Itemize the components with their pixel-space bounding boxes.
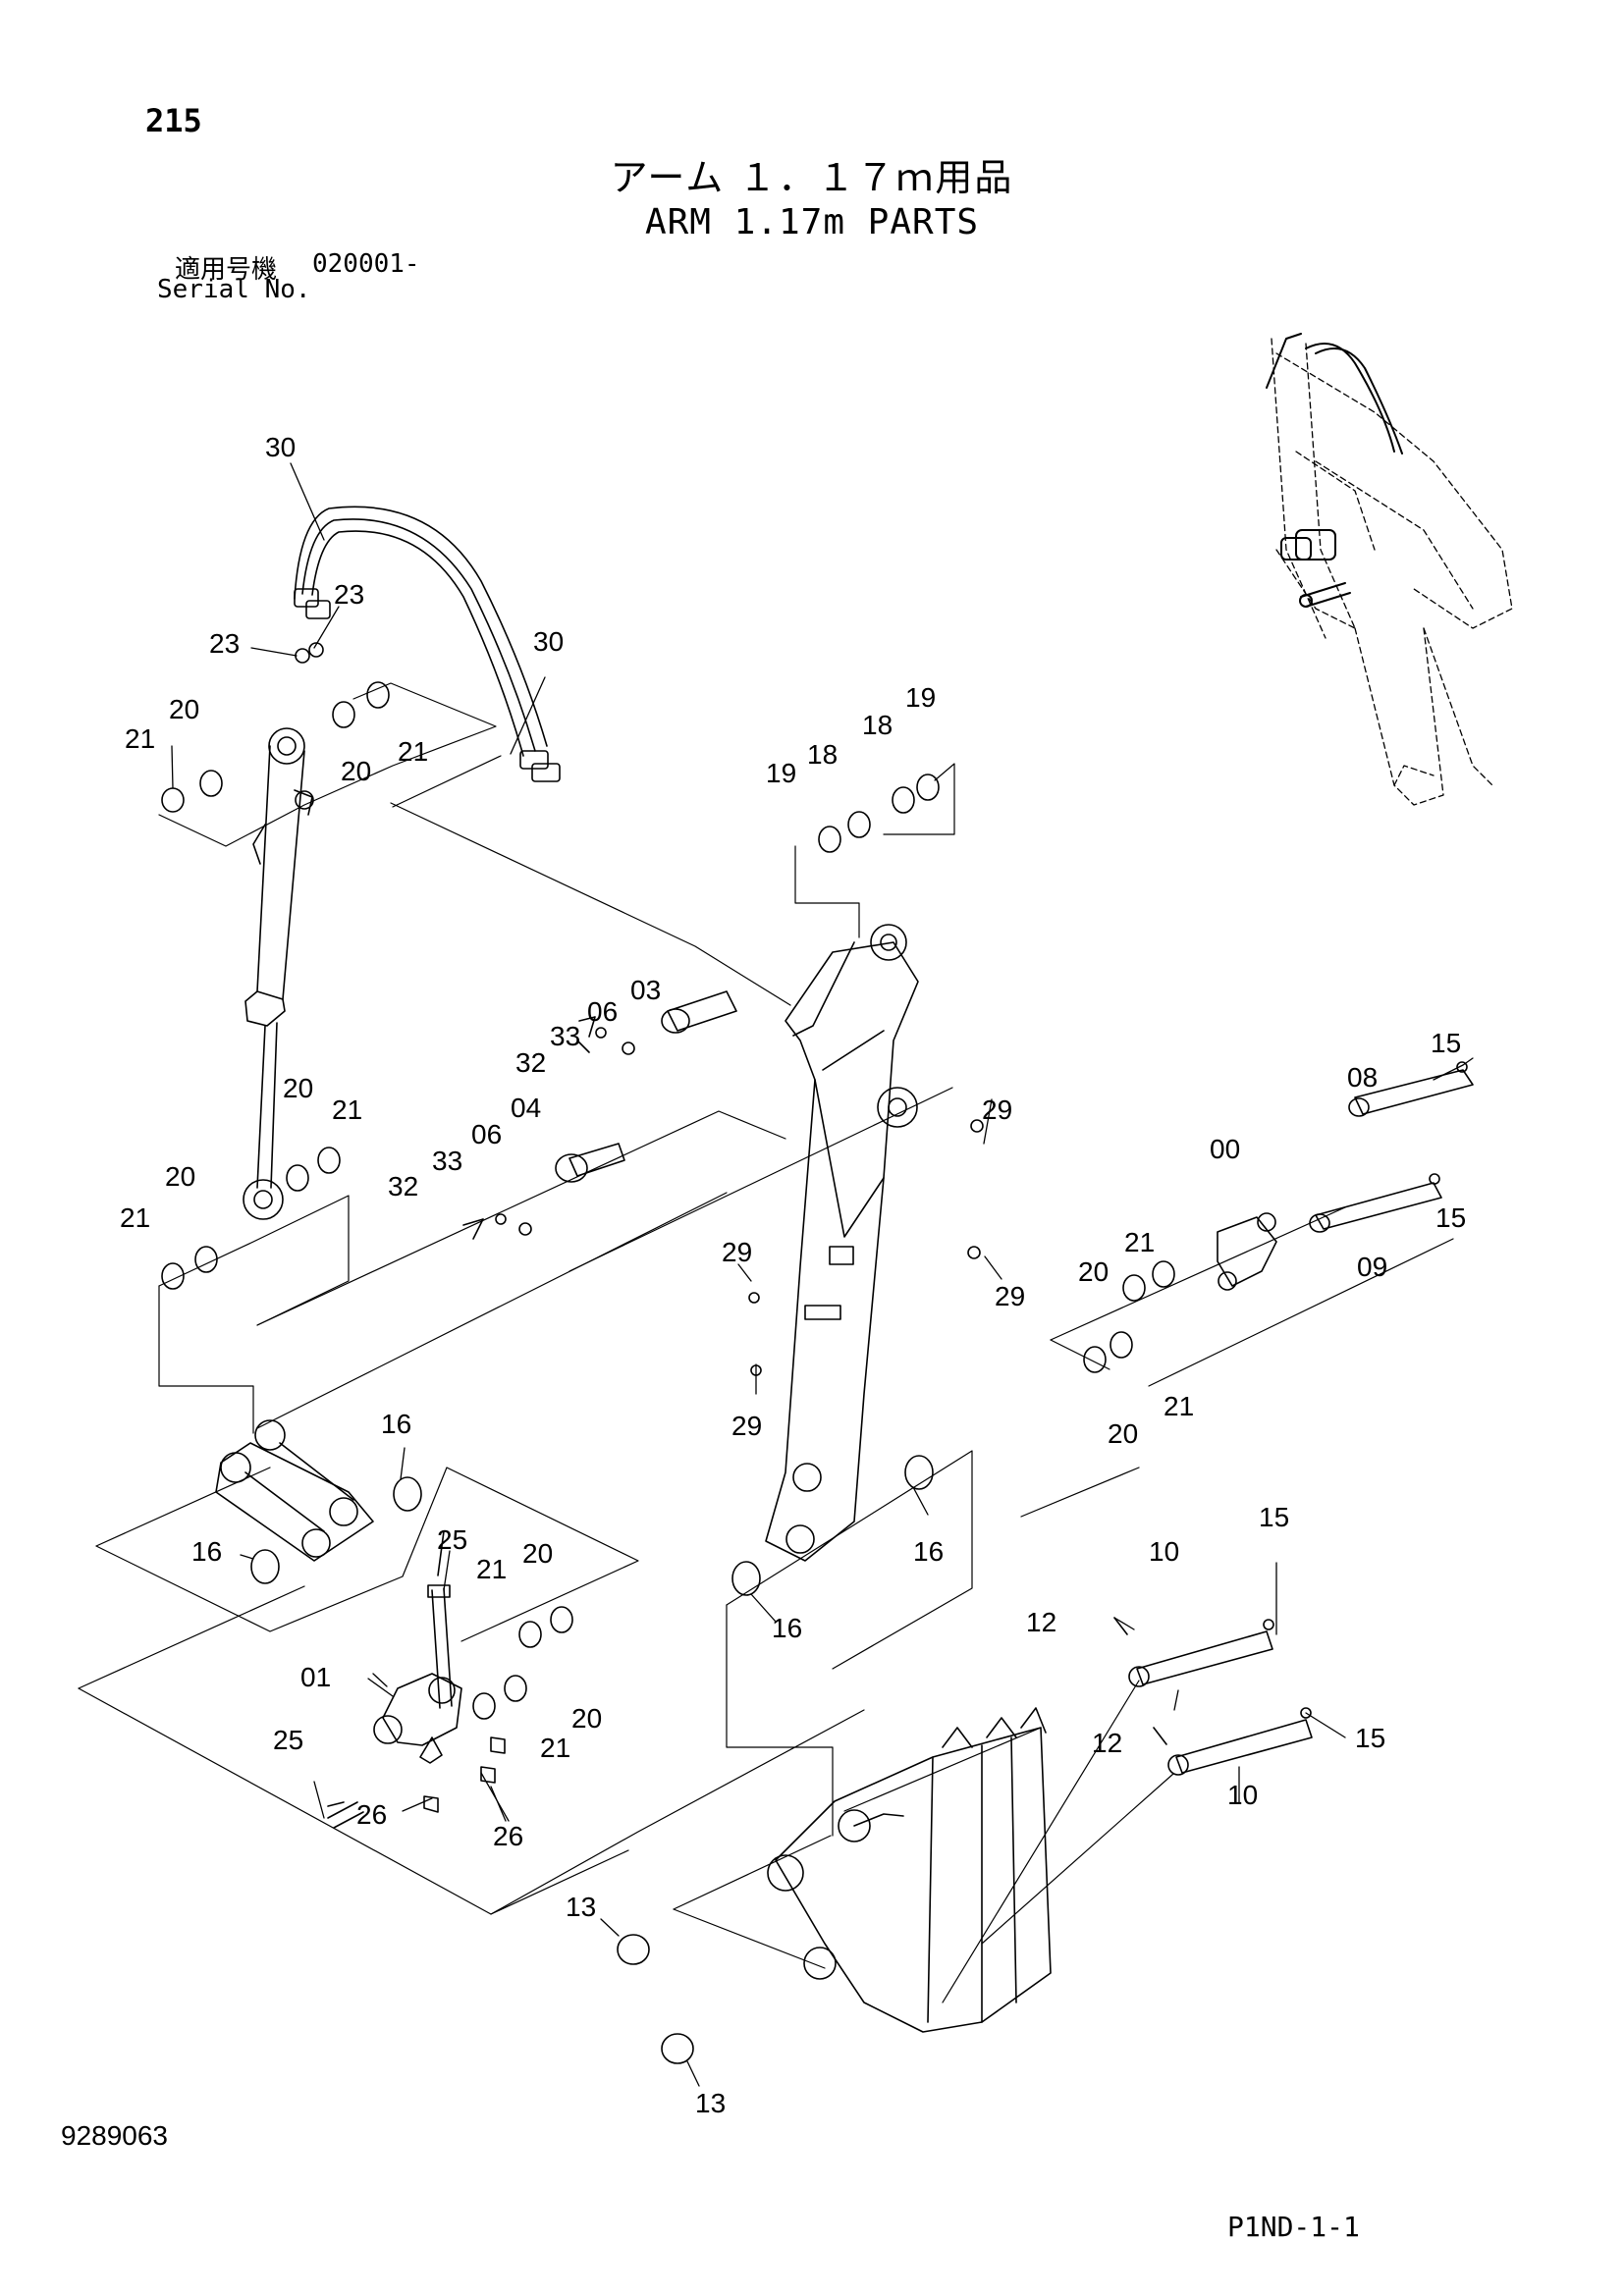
callout-08: 08 [1347,1062,1378,1093]
callout-26: 26 [493,1821,523,1851]
pins [555,990,1474,1776]
callout-26: 26 [356,1799,387,1830]
callout-32: 32 [388,1171,418,1201]
callout-10: 10 [1149,1536,1179,1567]
side-link-01 [327,1584,462,1829]
callout-15: 15 [1355,1723,1385,1753]
callout-06: 06 [471,1119,502,1149]
callout-13: 13 [566,1892,596,1922]
hydraulic-hoses-30 [294,506,561,782]
callout-21: 21 [398,736,428,767]
callout-20: 20 [1078,1256,1109,1287]
callout-20: 20 [169,694,199,724]
callout-21: 21 [476,1554,507,1584]
inset-hose-highlight [1266,333,1403,608]
callout-19: 19 [905,682,936,713]
callout-16: 16 [191,1536,222,1567]
callout-21: 21 [125,723,155,754]
callout-21: 21 [120,1202,150,1233]
callout-01: 01 [300,1662,331,1692]
callout-21: 21 [1164,1391,1194,1421]
serial-label-english: Serial No. [157,275,311,304]
document-number: 9289063 [61,2120,169,2151]
callout-labels: 30 30 23 23 20 21 20 21 20 21 20 21 19 1… [120,432,1466,2118]
callout-20: 20 [341,756,371,786]
callout-15: 15 [1435,1202,1466,1233]
callout-25: 25 [273,1725,303,1755]
bucket [767,1707,1052,2033]
callout-12: 12 [1092,1728,1122,1758]
callout-19: 19 [766,758,796,788]
callout-29: 29 [722,1237,752,1267]
callout-29: 29 [731,1411,762,1441]
serial-label-japanese: 適用号機 [175,255,278,285]
sheet-reference: P1ND-1-1 [1227,2211,1360,2243]
callout-20: 20 [283,1073,313,1103]
callout-23: 23 [334,579,364,610]
callout-00: 00 [1210,1134,1240,1164]
callout-20: 20 [571,1703,602,1734]
link-assembly [215,1419,374,1562]
callout-21: 21 [540,1733,570,1763]
washers-rings [161,681,1175,2064]
callout-32: 32 [515,1047,546,1078]
inset-overview-drawing [1271,338,1513,806]
callout-leaders [171,462,1474,2087]
callout-16: 16 [772,1613,802,1643]
callout-09: 09 [1357,1252,1387,1282]
assembly-guide-lines [78,682,1454,2003]
callout-15: 15 [1259,1502,1289,1532]
callout-18: 18 [862,710,893,740]
bolts-nuts-fittings [295,642,1468,1813]
callout-33: 33 [432,1146,462,1176]
callout-21: 21 [332,1095,362,1125]
callout-06: 06 [587,996,618,1027]
callout-29: 29 [995,1281,1025,1311]
arm-structure [765,924,919,1562]
callout-15: 15 [1431,1028,1461,1058]
callout-18: 18 [807,739,838,770]
callout-20: 20 [522,1538,553,1569]
callout-30: 30 [265,432,296,462]
callout-16: 16 [381,1409,411,1439]
page-number: 215 [145,102,202,139]
callout-03: 03 [630,975,661,1005]
callout-12: 12 [1026,1607,1056,1637]
callout-23: 23 [209,628,240,659]
arm-cylinder [243,727,314,1220]
callout-16: 16 [913,1536,944,1567]
callout-29: 29 [982,1095,1012,1125]
callout-13: 13 [695,2088,726,2118]
callout-20: 20 [1108,1418,1138,1449]
callout-30: 30 [533,626,564,657]
callout-25: 25 [437,1524,467,1555]
callout-04: 04 [511,1093,541,1123]
page-title-japanese: アーム １．１７ｍ用品 [610,156,1014,199]
serial-number-value: 020001- [312,249,420,279]
callout-21: 21 [1124,1227,1155,1257]
callout-33: 33 [550,1021,580,1051]
callout-20: 20 [165,1161,195,1192]
page-title-english: ARM 1.17m PARTS [644,202,980,242]
callout-10: 10 [1227,1780,1258,1810]
